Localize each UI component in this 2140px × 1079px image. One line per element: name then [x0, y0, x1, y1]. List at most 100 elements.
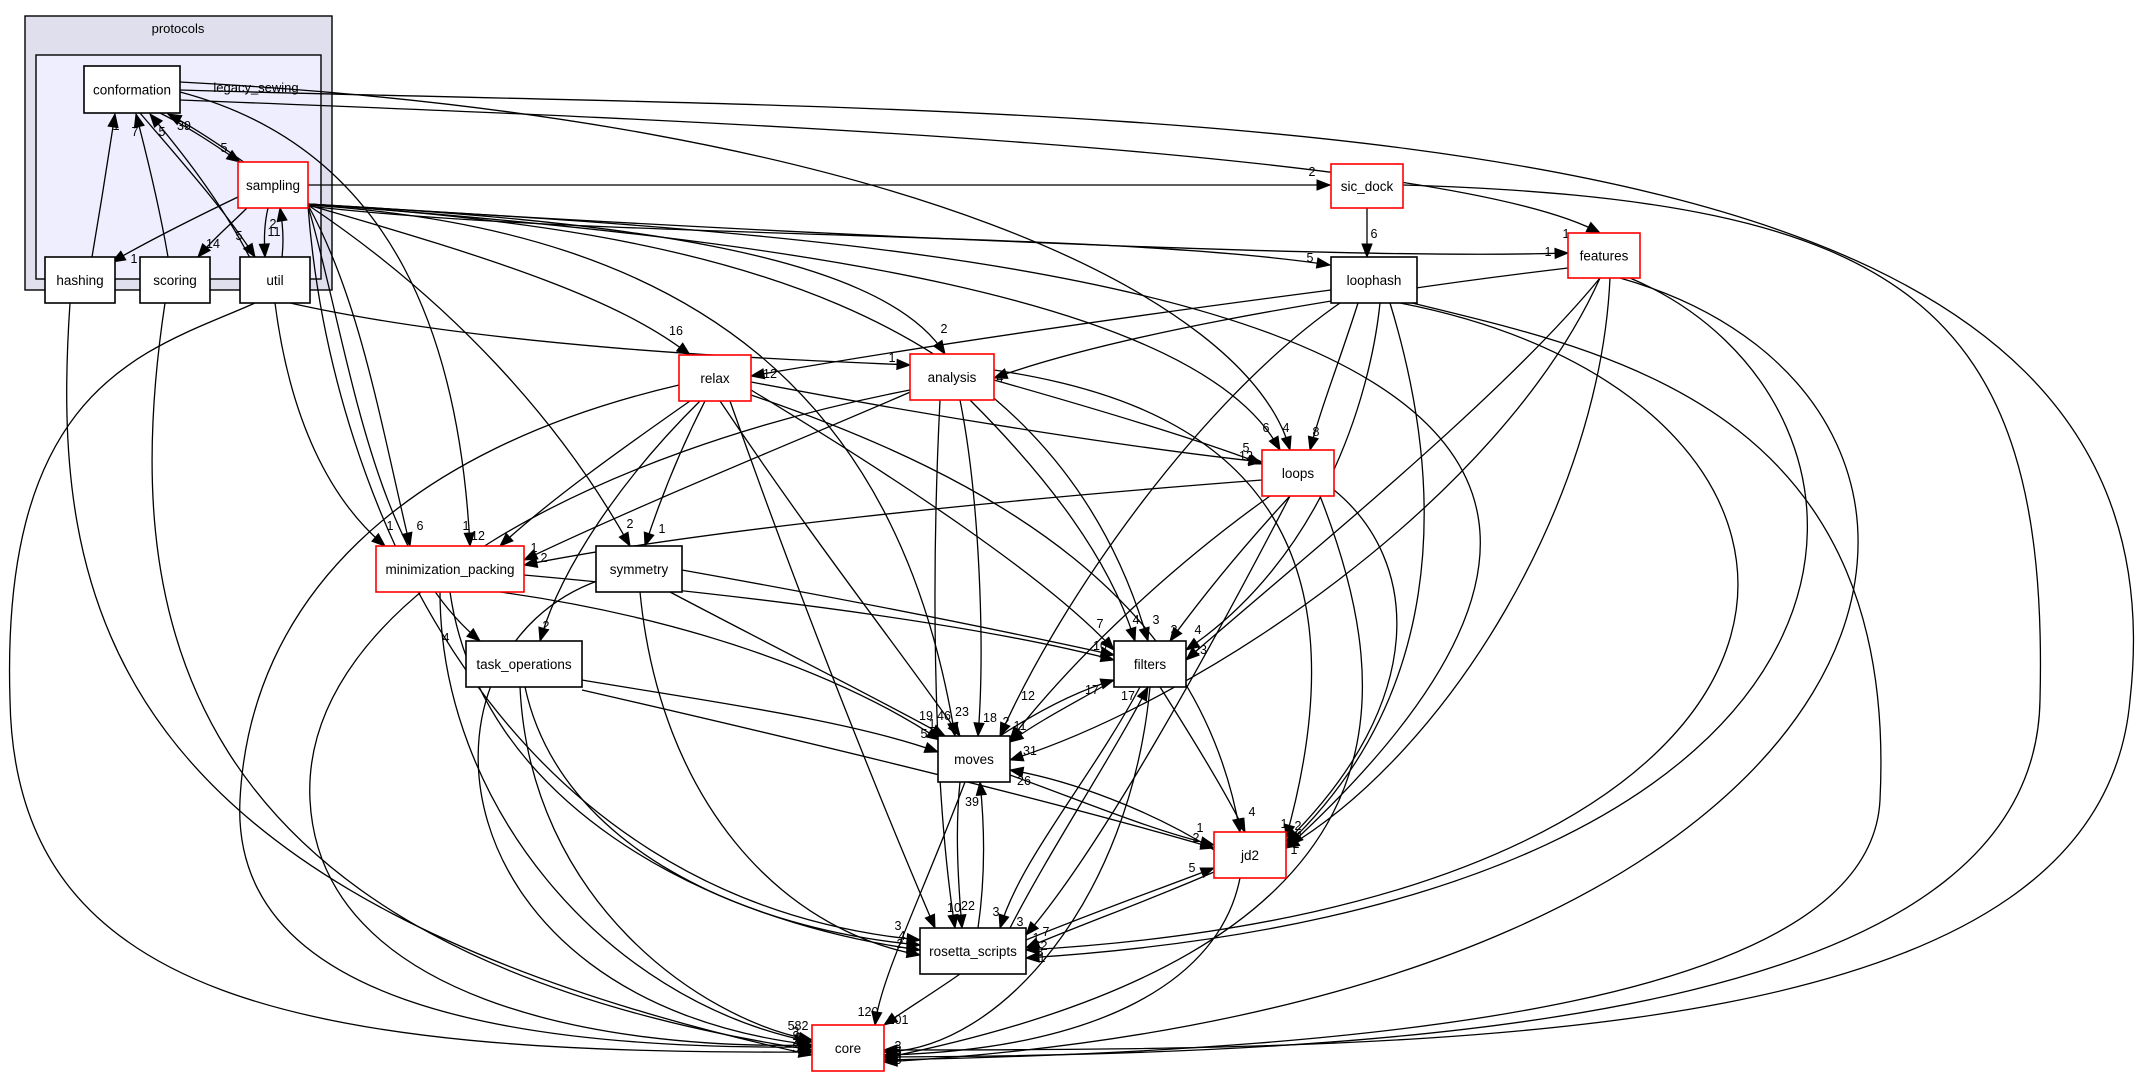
edge-weight-label[interactable]: 31	[1023, 744, 1037, 758]
edge-weight-label[interactable]: 8	[895, 1049, 902, 1063]
edge-weight-label[interactable]: 5	[236, 229, 243, 243]
edge-weight-label[interactable]: 1	[131, 252, 138, 266]
node-box[interactable]	[44, 256, 116, 304]
node-box[interactable]	[1330, 256, 1418, 304]
edge-weight-label[interactable]: 1	[1281, 817, 1288, 831]
node-label[interactable]: conformation	[93, 83, 171, 98]
edge-weight-label[interactable]: 7	[1097, 617, 1104, 631]
node-features[interactable]: features	[1567, 232, 1641, 279]
node-box[interactable]	[1113, 640, 1187, 688]
node-box[interactable]	[937, 735, 1011, 783]
edge-weight-label[interactable]: 46	[937, 709, 951, 723]
edge-weight-label[interactable]: 1	[113, 119, 120, 133]
node-label[interactable]: rosetta_scripts	[929, 944, 1017, 959]
edge-weight-label[interactable]: 12	[1239, 449, 1253, 463]
edge-weight-label[interactable]: 11	[1014, 719, 1027, 733]
edge-weight-label[interactable]: 1	[1297, 829, 1304, 843]
edge-weight-label[interactable]: 7	[1043, 925, 1050, 939]
edge-weight-label[interactable]: 5	[895, 1045, 902, 1059]
node-jd2[interactable]: jd2	[1213, 831, 1287, 879]
edge-weight-label[interactable]: 19	[919, 709, 933, 723]
edge-weight-label[interactable]: 120	[858, 1005, 879, 1019]
node-label[interactable]: scoring	[153, 273, 197, 288]
edge-weight-label[interactable]: 2	[1041, 939, 1048, 953]
edge-weight-label[interactable]: 23	[1193, 643, 1207, 657]
node-label[interactable]: moves	[954, 752, 994, 767]
node-label[interactable]: sic_dock	[1341, 179, 1394, 194]
edge-weight-label[interactable]: 2	[541, 551, 548, 565]
edge-weight-label[interactable]: 101	[888, 1013, 909, 1027]
edge-weight-label[interactable]: 1	[1033, 931, 1040, 945]
node-box[interactable]	[83, 65, 181, 114]
edge-weight-label[interactable]: 10	[947, 901, 961, 915]
edge-weight-label[interactable]: 26	[1017, 774, 1031, 788]
edge-weight-label[interactable]: 4	[899, 929, 906, 943]
edge-weight-label[interactable]: 17	[1085, 683, 1099, 697]
edge-weight-label[interactable]: 4	[997, 371, 1004, 385]
edge-weight-label[interactable]: 12	[763, 367, 777, 381]
edge-weight-label[interactable]: 3	[793, 1025, 800, 1039]
edge-weight-label[interactable]: 1	[795, 1033, 802, 1047]
edge-weight-label[interactable]: 4	[1283, 421, 1290, 435]
edge-weight-label[interactable]: 3	[793, 1035, 800, 1049]
edge-weight-label[interactable]: 582	[788, 1019, 809, 1033]
edge-weight-label[interactable]: 1	[463, 519, 470, 533]
node-analysis[interactable]: analysis	[909, 353, 995, 401]
node-label[interactable]: loops	[1282, 466, 1315, 481]
edge-weight-label[interactable]: 3	[895, 1053, 902, 1067]
node-scoring[interactable]: scoring	[139, 256, 211, 304]
edge-weight-label[interactable]: 5	[1243, 441, 1250, 455]
edge-weight-label[interactable]: 2	[941, 322, 948, 336]
edge-weight-label[interactable]: 6	[417, 519, 424, 533]
edge-weight-label[interactable]: 6	[1371, 227, 1378, 241]
node-core[interactable]: core	[811, 1024, 885, 1072]
node-relax[interactable]: relax	[678, 354, 752, 402]
node-box[interactable]	[1213, 831, 1287, 879]
edge-weight-label[interactable]: 1	[1197, 821, 1204, 835]
edge-weight-label[interactable]: 17	[1121, 689, 1135, 703]
edge-weight-label[interactable]: 3	[895, 1043, 902, 1057]
edge-weight-label[interactable]: 5	[793, 1041, 800, 1055]
edge-weight-label[interactable]: 3	[993, 905, 1000, 919]
edge-weight-label[interactable]: 3	[895, 919, 902, 933]
edge-weight-label[interactable]: 1	[1545, 245, 1552, 259]
edge-weight-label[interactable]: 5	[921, 727, 928, 741]
edge-weight-label[interactable]: 23	[955, 705, 969, 719]
edge-weight-label[interactable]: 5	[1307, 251, 1314, 265]
edge-weight-label[interactable]: 4	[443, 631, 450, 645]
node-loops[interactable]: loops	[1261, 449, 1335, 497]
node-label[interactable]: sampling	[246, 178, 300, 193]
edge-weight-label[interactable]: 22	[961, 899, 975, 913]
edge-weight-label[interactable]: 8	[895, 1047, 902, 1061]
edge-weight-label[interactable]: 1	[387, 519, 394, 533]
node-box[interactable]	[237, 161, 309, 209]
edge-weight-label[interactable]: 3	[1153, 613, 1160, 627]
edge-weight-label[interactable]: 2	[543, 619, 550, 633]
edge-weight-label[interactable]: 18	[983, 711, 997, 725]
edge-weight-label[interactable]: 1	[889, 351, 896, 365]
node-minimization-packing[interactable]: minimization_packing	[375, 545, 525, 593]
node-label[interactable]: symmetry	[610, 562, 669, 577]
node-label[interactable]: hashing	[56, 273, 103, 288]
node-box[interactable]	[465, 640, 583, 688]
node-sampling[interactable]: sampling	[237, 161, 309, 209]
node-box[interactable]	[1330, 163, 1404, 209]
node-box[interactable]	[919, 927, 1027, 975]
node-label[interactable]: task_operations	[476, 657, 572, 672]
node-util[interactable]: util	[239, 256, 311, 304]
edge-weight-label[interactable]: 1	[531, 541, 538, 555]
edge-weight-label[interactable]: 5	[159, 125, 166, 139]
node-label[interactable]: features	[1580, 249, 1629, 264]
node-box[interactable]	[139, 256, 211, 304]
edge-weight-label[interactable]: 2	[1309, 165, 1316, 179]
node-label[interactable]: util	[266, 273, 283, 288]
node-label[interactable]: filters	[1134, 657, 1167, 672]
edge-weight-label[interactable]: 8	[1313, 425, 1320, 439]
node-moves[interactable]: moves	[937, 735, 1011, 783]
node-box[interactable]	[909, 353, 995, 401]
node-box[interactable]	[811, 1024, 885, 1072]
edge-weight-label[interactable]: 3	[1017, 915, 1024, 929]
edge-weight-label[interactable]: 5	[1189, 861, 1196, 875]
edge-weight-label[interactable]: 2	[270, 217, 277, 231]
node-filters[interactable]: filters	[1113, 640, 1187, 688]
